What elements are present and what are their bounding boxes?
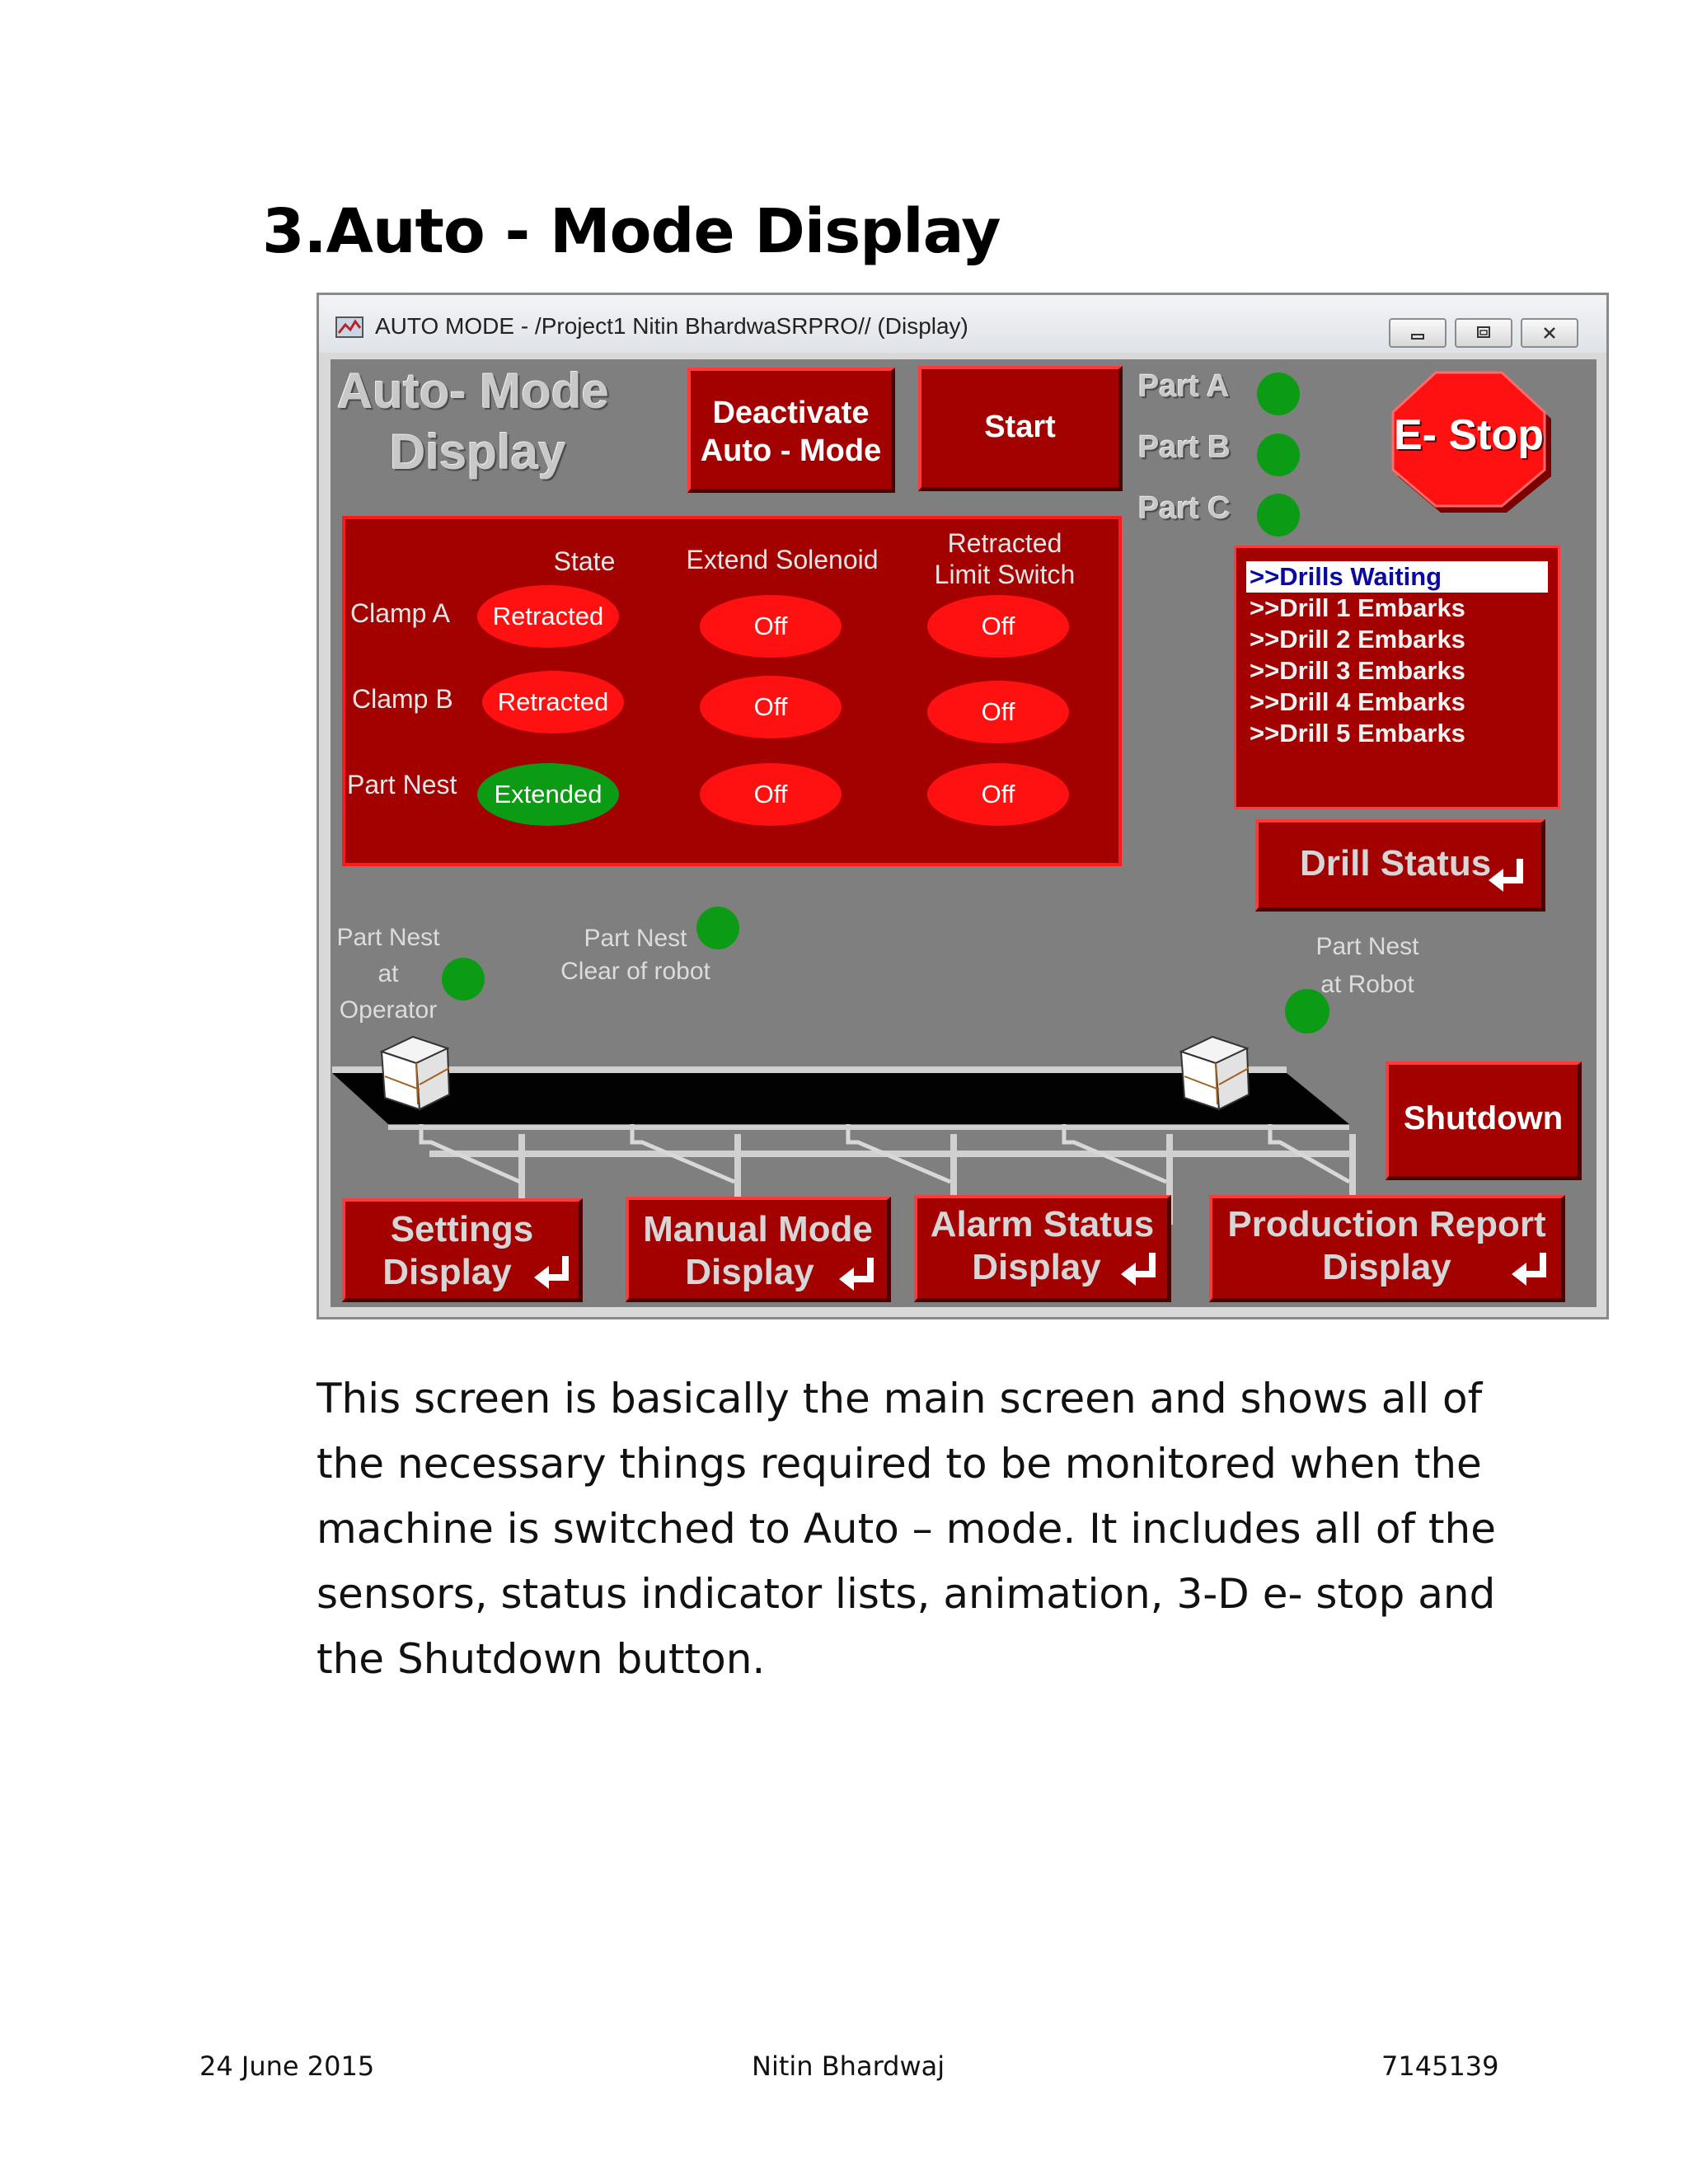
sensor-nest-clear-line1: Part Nest: [584, 925, 687, 952]
part-nest-state: Extended: [477, 763, 619, 826]
enter-arrow-icon: [1489, 859, 1523, 892]
deactivate-line2: Auto - Mode: [700, 434, 882, 468]
sensor-nest-clear-label: Part Nest Clear of robot: [520, 922, 751, 988]
part-box-icon: [379, 1035, 451, 1111]
part-c-label: Part C: [1138, 491, 1231, 526]
sensor-nest-operator-line2: at Operator: [339, 960, 438, 1024]
list-item[interactable]: >>Drill 3 Embarks: [1250, 656, 1465, 685]
document-heading: 3.Auto - Mode Display: [262, 196, 1001, 267]
part-nest-solenoid: Off: [700, 763, 842, 826]
report-line2: Display: [1322, 1247, 1451, 1287]
list-item[interactable]: >>Drill 2 Embarks: [1250, 625, 1465, 654]
enter-arrow-icon: [534, 1256, 569, 1289]
sensor-nest-clear-line2: Clear of robot: [560, 958, 710, 985]
hmi-screen: Auto- Mode Display Deactivate Auto - Mod…: [331, 359, 1597, 1307]
settings-line1: Settings: [390, 1209, 534, 1249]
nest-at-robot-indicator: [1285, 989, 1329, 1033]
minimize-icon: [1411, 334, 1424, 340]
e-stop-button[interactable]: E- Stop: [1390, 371, 1554, 518]
clamp-a-state: Retracted: [477, 585, 619, 648]
col-header-retracted-limit-switch: Retracted Limit Switch: [906, 527, 1104, 590]
footer-date: 24 June 2015: [199, 2050, 375, 2082]
part-c-indicator: [1257, 494, 1300, 537]
alarm-status-display-button[interactable]: Alarm Status Display: [914, 1195, 1171, 1302]
sensor-nest-robot-line1: Part Nest: [1315, 933, 1419, 960]
sensor-nest-robot-line2: at Robot: [1320, 971, 1414, 998]
manual-line1: Manual Mode: [643, 1209, 873, 1249]
e-stop-octagon-icon: [1391, 371, 1551, 513]
footer-author: Nitin Bhardwaj: [752, 2050, 945, 2082]
screen-title-line1: Auto- Mode: [337, 363, 609, 419]
sensor-nest-at-robot-label: Part Nest at Robot: [1310, 928, 1425, 1004]
maximize-button[interactable]: [1455, 318, 1512, 348]
clamp-b-solenoid: Off: [700, 676, 842, 738]
maximize-icon: [1477, 326, 1490, 338]
window-titlebar[interactable]: AUTO MODE - /Project1 Nitin BhardwaSRPRO…: [319, 295, 1606, 353]
close-icon: [1544, 327, 1555, 339]
minimize-button[interactable]: [1389, 318, 1447, 348]
part-b-indicator: [1257, 434, 1300, 476]
row-label-part-nest: Part Nest: [347, 770, 457, 799]
row-label-clamp-b: Clamp B: [352, 684, 453, 714]
start-button[interactable]: Start: [918, 366, 1123, 491]
col-header-extend-solenoid: Extend Solenoid: [686, 545, 879, 574]
clamp-a-solenoid: Off: [700, 595, 842, 658]
description-paragraph: This screen is basically the main screen…: [316, 1375, 1496, 1683]
report-line1: Production Report: [1227, 1204, 1546, 1244]
part-b-label: Part B: [1138, 430, 1231, 465]
production-report-display-button[interactable]: Production Report Display: [1209, 1195, 1565, 1302]
clamp-b-limit-switch: Off: [927, 681, 1069, 743]
col-header-retracted-line2: Limit Switch: [934, 560, 1076, 589]
shutdown-button[interactable]: Shutdown: [1386, 1062, 1582, 1180]
nest-clear-indicator: [696, 907, 739, 949]
enter-arrow-icon: [1121, 1253, 1156, 1286]
enter-arrow-icon: [1512, 1253, 1546, 1286]
deactivate-auto-mode-button[interactable]: Deactivate Auto - Mode: [687, 368, 895, 493]
auto-mode-window: AUTO MODE - /Project1 Nitin BhardwaSRPRO…: [316, 293, 1609, 1319]
deactivate-line1: Deactivate: [712, 396, 870, 430]
drill-status-list[interactable]: >>Drills Waiting >>Drill 1 Embarks >>Dri…: [1234, 546, 1560, 809]
list-item[interactable]: >>Drill 4 Embarks: [1250, 687, 1465, 716]
alarm-line1: Alarm Status: [930, 1204, 1155, 1244]
settings-line2: Display: [382, 1252, 512, 1292]
footer-id: 7145139: [1381, 2050, 1499, 2082]
alarm-line2: Display: [972, 1247, 1101, 1287]
drill-status-label: Drill Status: [1300, 843, 1492, 883]
list-item[interactable]: >>Drill 5 Embarks: [1250, 719, 1465, 748]
enter-arrow-icon: [839, 1258, 874, 1291]
io-status-panel: State Extend Solenoid Retracted Limit Sw…: [342, 516, 1122, 866]
sensor-nest-operator-line1: Part Nest: [336, 924, 440, 951]
screen-title-line2: Display: [390, 424, 566, 480]
window-title: AUTO MODE - /Project1 Nitin BhardwaSRPRO…: [375, 313, 968, 339]
drill-status-button[interactable]: Drill Status: [1255, 819, 1545, 912]
nest-at-operator-indicator: [442, 958, 485, 1001]
manual-mode-display-button[interactable]: Manual Mode Display: [626, 1197, 891, 1302]
e-stop-label: E- Stop: [1394, 411, 1544, 459]
sensor-nest-at-operator-label: Part Nest at Operator: [331, 920, 446, 1029]
settings-display-button[interactable]: Settings Display: [342, 1198, 583, 1302]
clamp-a-limit-switch: Off: [927, 595, 1069, 658]
close-button[interactable]: [1521, 318, 1578, 348]
col-header-retracted-line1: Retracted: [947, 528, 1062, 558]
part-nest-limit-switch: Off: [927, 763, 1069, 826]
manual-line2: Display: [685, 1252, 814, 1292]
part-a-label: Part A: [1138, 369, 1230, 404]
part-a-indicator: [1257, 373, 1300, 415]
app-icon: [335, 316, 363, 338]
part-box-icon: [1179, 1035, 1250, 1111]
list-item[interactable]: >>Drill 1 Embarks: [1250, 593, 1465, 622]
col-header-state: State: [553, 546, 616, 576]
clamp-b-state: Retracted: [482, 671, 624, 733]
list-item[interactable]: >>Drills Waiting: [1246, 561, 1548, 593]
row-label-clamp-a: Clamp A: [350, 598, 450, 628]
